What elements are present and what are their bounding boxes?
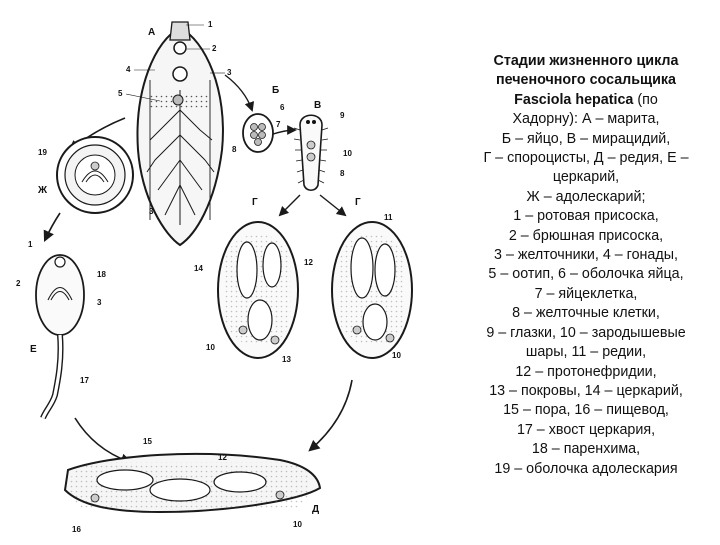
label-10b: 10 (206, 343, 215, 352)
stage-d-redia (65, 454, 320, 512)
caption-line-8: 3 – желточники, 4 – гонады, (455, 246, 717, 265)
label-12b: 12 (218, 453, 227, 462)
caption-title-line-3: Fasciola hepatica (по (455, 91, 717, 110)
stage-letter-v: В (314, 100, 321, 111)
caption-line-16: 15 – пора, 16 – пищевод, (455, 401, 717, 420)
stage-letter-a: А (148, 27, 155, 38)
label-4: 4 (126, 65, 131, 74)
caption-line-9: 5 – оотип, 6 – оболочка яйца, (455, 265, 717, 284)
label-15: 15 (143, 437, 152, 446)
caption-line-15: 13 – покровы, 14 – церкарий, (455, 382, 717, 401)
arrow-v-to-g1 (280, 195, 300, 215)
caption-line-2: Б – яйцо, В – мирацидий, (455, 130, 717, 149)
label-12: 12 (304, 258, 313, 267)
label-e17: 17 (80, 376, 89, 385)
label-5: 5 (118, 89, 123, 98)
label-7: 7 (276, 120, 281, 129)
life-cycle-figure: А 1 2 3 4 5 3 Б 6 7 8 В 9 10 8 (0, 0, 450, 540)
caption-line-6: 1 – ротовая присоска, (455, 207, 717, 226)
stage-letter-b: Б (272, 85, 279, 96)
caption-title-line-1: Стадии жизненного цикла (455, 52, 717, 71)
caption-line-0: (по (637, 92, 657, 108)
caption-line-4: церкарий, (455, 168, 717, 187)
caption-line-13: шары, 11 – редии, (455, 343, 717, 362)
label-e3: 3 (97, 298, 102, 307)
label-11: 11 (384, 213, 393, 222)
label-3: 3 (227, 68, 232, 77)
figure-caption: Стадии жизненного цикла печеночного соса… (455, 52, 717, 479)
caption-species-name: Fasciola hepatica (514, 92, 633, 108)
caption-line-11: 8 – желточные клетки, (455, 304, 717, 323)
label-13: 13 (282, 355, 291, 364)
life-cycle-diagram: А 1 2 3 4 5 3 Б 6 7 8 В 9 10 8 (0, 0, 450, 540)
label-9: 9 (340, 111, 345, 120)
stage-letter-g2: Г (355, 197, 361, 208)
arrow-g-to-d (310, 380, 352, 450)
caption-line-1: Хадорну): А – марита, (455, 110, 717, 129)
arrow-v-to-g2 (320, 195, 345, 215)
caption-line-17: 17 – хвост церкария, (455, 421, 717, 440)
label-1: 1 (208, 20, 213, 29)
caption-line-10: 7 – яйцеклетка, (455, 285, 717, 304)
label-8: 8 (232, 145, 237, 154)
label-10: 10 (343, 149, 352, 158)
label-e1: 1 (28, 240, 33, 249)
caption-line-3: Г – спороцисты, Д – редия, Е – (455, 149, 717, 168)
label-10c: 10 (392, 351, 401, 360)
stage-e-cercaria (36, 255, 84, 418)
stage-letter-d: Д (312, 504, 319, 515)
stage-letter-e: Е (30, 344, 37, 355)
caption-line-14: 12 – протонефридии, (455, 363, 717, 382)
label-2: 2 (212, 44, 217, 53)
label-3b: 3 (149, 207, 154, 216)
stage-v-miracidium (294, 115, 328, 190)
stage-zh-adolescaria (57, 137, 133, 213)
label-8b: 8 (340, 169, 345, 178)
label-6: 6 (280, 103, 285, 112)
stage-b-egg (243, 114, 273, 152)
arrow-e-to-zh (45, 213, 60, 240)
label-10d: 10 (293, 520, 302, 529)
label-e2: 2 (16, 279, 21, 288)
stage-letter-zh: Ж (37, 185, 48, 196)
label-14: 14 (194, 264, 203, 273)
caption-line-7: 2 – брюшная присоска, (455, 227, 717, 246)
caption-line-19: 19 – оболочка адолескария (455, 460, 717, 479)
label-16: 16 (72, 525, 81, 534)
stage-letter-g1: Г (252, 197, 258, 208)
arrow-a-to-b (225, 75, 252, 110)
stage-g-sporocyst-left (218, 222, 298, 358)
label-e18: 18 (97, 270, 106, 279)
stage-g-sporocyst-right (332, 222, 412, 358)
arrow-d-to-e (75, 418, 130, 462)
caption-title-line-2: печеночного сосальщика (455, 71, 717, 90)
label-19: 19 (38, 148, 47, 157)
caption-line-18: 18 – паренхима, (455, 440, 717, 459)
caption-line-12: 9 – глазки, 10 – зародышевые (455, 324, 717, 343)
caption-line-5: Ж – адолескарий; (455, 188, 717, 207)
